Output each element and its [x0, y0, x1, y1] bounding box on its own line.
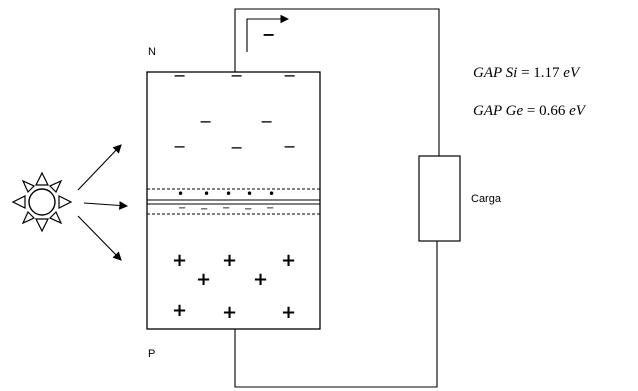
electron: −: [173, 66, 186, 85]
gap-ge-equation: GAP Ge = 0.66 eV: [473, 103, 587, 119]
load-label: Carga: [471, 193, 502, 205]
hole: +: [253, 269, 268, 290]
gap-ge-unit: eV: [569, 103, 587, 119]
depletion-zone: [147, 188, 320, 215]
light-ray-middle: [83, 201, 129, 210]
junction-dot: •: [268, 187, 275, 201]
sun-icon: [11, 171, 73, 233]
junction-dot: •: [177, 187, 184, 201]
bottom-wire: [234, 241, 438, 388]
current-electron: −: [262, 25, 275, 44]
electron: −: [173, 137, 186, 156]
n-region-label: N: [148, 46, 156, 58]
electron: −: [199, 112, 212, 131]
gap-si-lhs: GAP Si: [473, 65, 517, 81]
junction-electron: −: [178, 203, 186, 214]
gap-ge-equals: =: [523, 103, 539, 119]
junction-dot: •: [203, 187, 210, 201]
gap-si-equation: GAP Si = 1.17 eV: [473, 65, 581, 81]
light-rays: [77, 144, 129, 261]
load-resistor: [418, 155, 461, 242]
electron: −: [230, 138, 243, 157]
p-region-holes: + + + + + + + +: [172, 250, 296, 323]
gap-si-value: 1.17: [533, 65, 560, 81]
junction-electron: −: [200, 204, 208, 215]
electron: −: [230, 66, 243, 85]
gap-si-unit: eV: [563, 65, 581, 81]
gap-ge-lhs: GAP Ge: [473, 103, 523, 119]
hole: +: [281, 250, 296, 271]
gap-si-equals: =: [517, 65, 533, 81]
current-arrow-icon: [246, 14, 290, 52]
hole: +: [281, 302, 296, 323]
p-region-label: P: [148, 348, 155, 360]
light-ray-upper: [77, 144, 122, 191]
electron: −: [260, 112, 273, 131]
external-circuit: [234, 8, 440, 388]
junction-electron: −: [222, 203, 230, 214]
electron: −: [283, 66, 296, 85]
hole: +: [196, 269, 211, 290]
hole: +: [222, 302, 237, 323]
junction-electron: −: [266, 203, 274, 214]
hole: +: [222, 250, 237, 271]
hole: +: [172, 300, 187, 321]
top-wire: [234, 8, 440, 156]
junction-minus: − − − − −: [178, 203, 274, 215]
electron: −: [283, 137, 296, 156]
junction-dot: •: [246, 187, 253, 201]
hole: +: [172, 250, 187, 271]
junction-dots: • • • • •: [177, 187, 275, 201]
n-region-electrons: − − − − − − − −: [173, 66, 296, 157]
junction-electron: −: [244, 204, 252, 215]
light-ray-lower: [77, 215, 122, 261]
gap-ge-value: 0.66: [539, 103, 566, 119]
junction-dot: •: [225, 187, 232, 201]
